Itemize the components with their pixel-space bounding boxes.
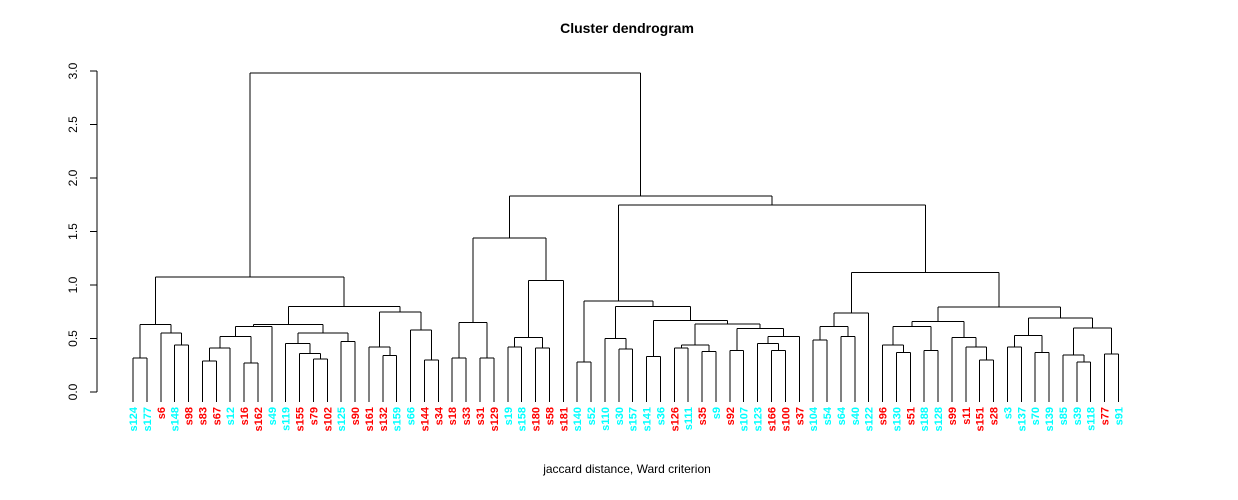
leaf-label: s67 bbox=[211, 407, 223, 425]
x-axis-label: jaccard distance, Ward criterion bbox=[543, 462, 711, 476]
leaf-label: s110 bbox=[600, 407, 612, 431]
leaf-label: s177 bbox=[142, 407, 154, 431]
leaf-label: s140 bbox=[572, 407, 584, 431]
leaf-label: s85 bbox=[1058, 407, 1070, 425]
leaf-label: s128 bbox=[933, 407, 945, 431]
leaf-label: s151 bbox=[975, 407, 987, 431]
leaf-label: s132 bbox=[378, 407, 390, 431]
leaf-label: s33 bbox=[461, 407, 473, 425]
leaf-label: s159 bbox=[392, 407, 404, 431]
leaf-label: s35 bbox=[697, 407, 709, 425]
leaf-label: s28 bbox=[989, 407, 1001, 425]
leaf-label: s18 bbox=[447, 407, 459, 425]
leaf-label: s31 bbox=[475, 407, 487, 425]
leaf-label: s148 bbox=[170, 407, 182, 431]
leaf-label: s36 bbox=[655, 407, 667, 425]
leaf-label: s166 bbox=[766, 407, 778, 431]
leaf-label: s49 bbox=[267, 407, 279, 425]
leaf-label: s37 bbox=[794, 407, 806, 425]
leaf-label: s34 bbox=[433, 406, 445, 425]
leaf-label: s141 bbox=[642, 407, 654, 431]
leaf-label: s96 bbox=[878, 407, 890, 425]
leaf-label: s161 bbox=[364, 407, 376, 431]
plot-title: Cluster dendrogram bbox=[560, 20, 694, 36]
leaf-label: s54 bbox=[822, 406, 834, 425]
y-tick-label: 1.5 bbox=[66, 223, 80, 240]
leaf-label: s137 bbox=[1016, 407, 1028, 431]
leaf-label: s119 bbox=[281, 407, 293, 431]
leaf-label: s19 bbox=[503, 407, 515, 425]
leaf-label: s58 bbox=[544, 407, 556, 425]
leaf-label: s40 bbox=[850, 407, 862, 425]
leaf-label: s6 bbox=[156, 407, 168, 419]
leaf-label: s92 bbox=[725, 407, 737, 425]
leaf-label: s158 bbox=[517, 407, 529, 431]
leaf-label: s52 bbox=[586, 407, 598, 425]
leaf-label: s98 bbox=[184, 407, 196, 425]
y-tick-label: 0.0 bbox=[66, 383, 80, 400]
leaf-label: s39 bbox=[1072, 407, 1084, 425]
leaf-label: s102 bbox=[322, 407, 334, 431]
leaf-label: s66 bbox=[406, 407, 418, 425]
y-tick-label: 2.0 bbox=[66, 169, 80, 186]
leaf-label: s111 bbox=[683, 407, 695, 430]
leaf-label: s79 bbox=[308, 407, 320, 425]
leaf-label: s3 bbox=[1002, 407, 1014, 419]
leaf-label: s83 bbox=[197, 407, 209, 425]
leaf-label: s107 bbox=[739, 407, 751, 431]
leaf-label: s181 bbox=[558, 407, 570, 431]
leaf-label: s124 bbox=[128, 406, 140, 431]
leaf-label: s11 bbox=[961, 407, 973, 425]
leaf-label: s129 bbox=[489, 407, 501, 431]
leaf-label: s77 bbox=[1100, 407, 1112, 425]
leaf-label: s64 bbox=[836, 406, 848, 425]
y-tick-label: 0.5 bbox=[66, 330, 80, 347]
leaf-label: s180 bbox=[531, 407, 543, 431]
leaf-label: s155 bbox=[295, 407, 307, 431]
y-tick-label: 2.5 bbox=[66, 116, 80, 133]
leaf-label: s99 bbox=[947, 407, 959, 425]
leaf-label: s130 bbox=[891, 407, 903, 431]
leaf-label: s162 bbox=[253, 407, 265, 431]
leaf-label: s9 bbox=[711, 407, 723, 419]
leaf-label: s30 bbox=[614, 407, 626, 425]
leaf-label: s144 bbox=[419, 406, 431, 431]
leaf-label: s122 bbox=[864, 407, 876, 431]
leaf-label: s126 bbox=[669, 407, 681, 431]
leaf-label: s90 bbox=[350, 407, 362, 425]
leaf-label: s16 bbox=[239, 407, 251, 425]
leaf-label: s125 bbox=[336, 407, 348, 431]
leaf-label: s12 bbox=[225, 407, 237, 425]
leaf-label: s70 bbox=[1030, 407, 1042, 425]
leaf-label: s157 bbox=[628, 407, 640, 431]
y-tick-label: 1.0 bbox=[66, 276, 80, 293]
leaf-label: s104 bbox=[808, 406, 820, 431]
leaf-label: s139 bbox=[1044, 407, 1056, 431]
leaf-label: s118 bbox=[1086, 407, 1098, 431]
leaf-label: s91 bbox=[1114, 407, 1126, 425]
leaf-label: s188 bbox=[919, 407, 931, 431]
leaf-label: s100 bbox=[780, 407, 792, 431]
leaf-label: s51 bbox=[905, 407, 917, 425]
y-tick-label: 3.0 bbox=[66, 62, 80, 79]
leaf-label: s123 bbox=[753, 407, 765, 431]
